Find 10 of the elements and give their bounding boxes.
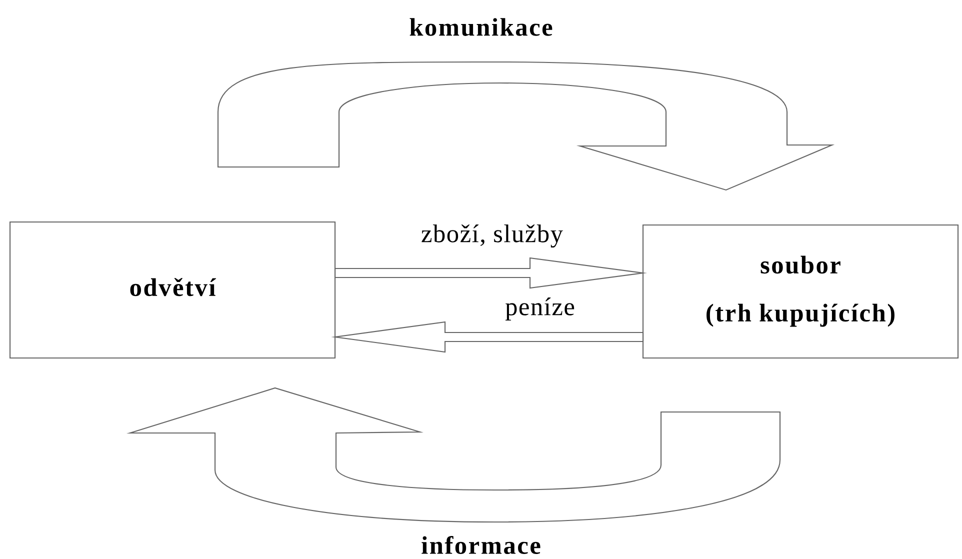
process-box: soubor (trh kupujících) — [642, 224, 959, 359]
block-arrow — [331, 321, 644, 353]
block-arrow — [217, 61, 833, 191]
edge-label: informace — [420, 534, 542, 556]
edge-label: peníze — [504, 296, 576, 322]
process-box: odvětví — [9, 221, 336, 359]
block-arrow — [334, 257, 648, 289]
block-arrow — [129, 387, 781, 523]
edge-label: zboží, služby — [420, 223, 564, 249]
edge-label: komunikace — [408, 16, 554, 38]
